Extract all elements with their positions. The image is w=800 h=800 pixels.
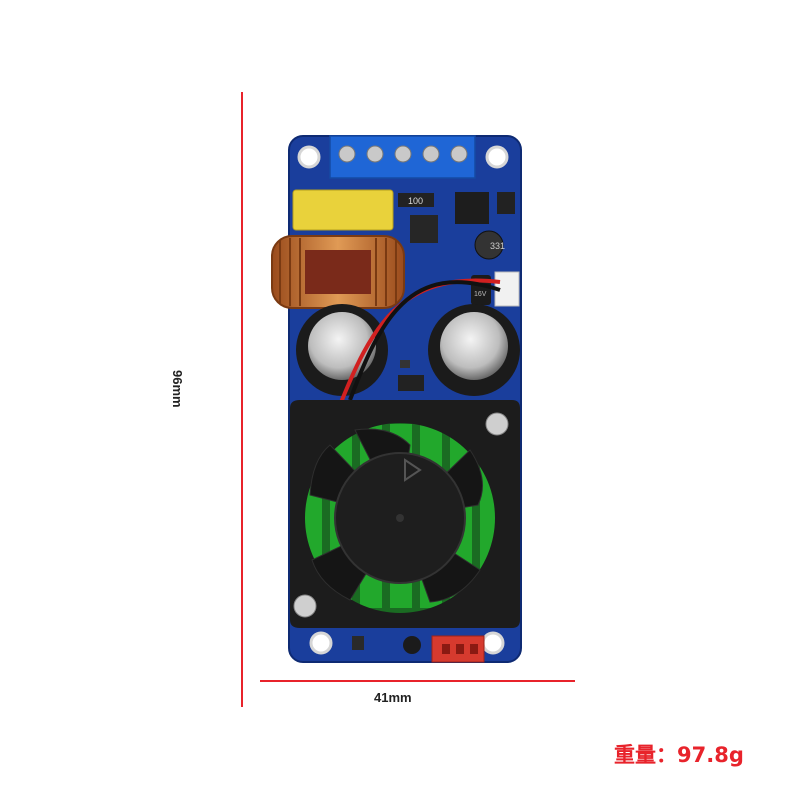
- resistor: [398, 193, 434, 207]
- ic-chip: [455, 192, 489, 224]
- width-label: 41mm: [374, 690, 412, 705]
- black-wire: [348, 280, 501, 401]
- terminal-block: [329, 135, 476, 179]
- resistor-code: 100: [408, 196, 423, 206]
- mosfet: [410, 215, 438, 243]
- mounting-holes: [297, 145, 509, 655]
- small-cap-text: 16V: [474, 291, 487, 298]
- electrolytic-capacitor-right: [428, 304, 520, 396]
- weight-label: 重量：97.8g: [614, 743, 744, 767]
- bottom-capacitor: [403, 636, 421, 654]
- power-inductor: [474, 230, 504, 260]
- x-capacitor: [292, 189, 394, 231]
- toroid-coil: [271, 235, 405, 309]
- height-dimension-line: [241, 92, 243, 707]
- cooling-fan: [290, 400, 520, 628]
- inductor-code: 331: [490, 241, 505, 251]
- electrolytic-capacitor-left: [296, 304, 388, 396]
- width-dimension-line: [260, 680, 575, 682]
